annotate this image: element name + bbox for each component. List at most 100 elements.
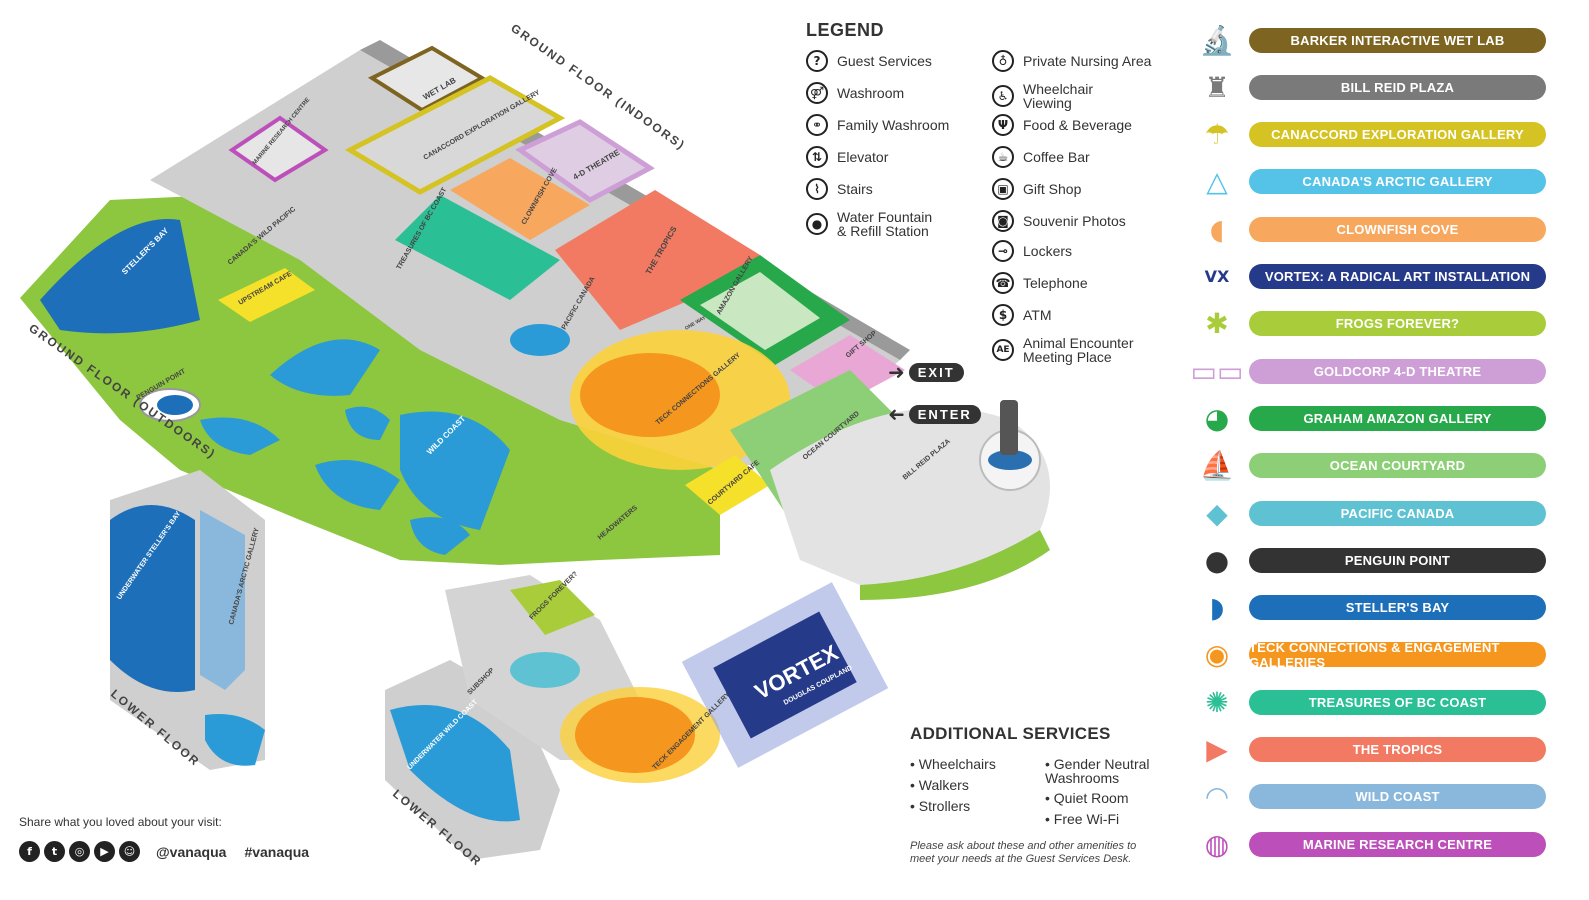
services-title: ADDITIONAL SERVICES bbox=[910, 724, 1111, 743]
gallery-item-vortex-a-radical-art-installation[interactable]: VX VORTEX: A RADICAL ART INSTALLATION bbox=[1192, 257, 1552, 297]
legend-item-atm: $ATM bbox=[992, 304, 1052, 326]
legend-item-lockers: ⊸Lockers bbox=[992, 240, 1072, 262]
pacific-pool bbox=[510, 324, 570, 356]
pool-small-2 bbox=[315, 460, 400, 510]
service-walkers: • Walkers bbox=[910, 777, 969, 793]
wet-lab-room bbox=[367, 45, 487, 113]
vortex-room bbox=[713, 611, 857, 739]
sailboat-icon: ⛵ bbox=[1199, 449, 1235, 483]
gallery-pill[interactable]: BARKER INTERACTIVE WET LAB bbox=[1249, 27, 1546, 53]
food-beverage-icon: Ψ bbox=[992, 114, 1014, 136]
gallery-item-marine-research-centre[interactable]: ◍ MARINE RESEARCH CENTRE bbox=[1192, 824, 1552, 864]
gallery-item-goldcorp-4-d-theatre[interactable]: ▭▭GOLDCORP 4-D THEATRE bbox=[1190, 351, 1552, 391]
amazon-inner bbox=[700, 272, 820, 350]
enter-arrow-icon: ➜ bbox=[888, 402, 905, 426]
twitter-icon[interactable]: t bbox=[44, 841, 65, 862]
gift-shop-icon: ▣ bbox=[992, 178, 1014, 200]
legend-label: Family Washroom bbox=[837, 117, 950, 133]
gallery-item-penguin-point[interactable]: ● PENGUIN POINT bbox=[1192, 540, 1552, 580]
gallery-item-graham-amazon-gallery[interactable]: ◕GRAHAM AMAZON GALLERY bbox=[1192, 398, 1552, 438]
instagram-icon[interactable]: ◎ bbox=[69, 841, 90, 862]
legend-label: Coffee Bar bbox=[1023, 149, 1090, 165]
plaza-lawn bbox=[860, 530, 1050, 600]
legend-label: ATM bbox=[1023, 307, 1052, 323]
snapchat-icon[interactable]: ☺ bbox=[119, 841, 140, 862]
gallery-pill[interactable]: VORTEX: A RADICAL ART INSTALLATION bbox=[1249, 264, 1546, 289]
bill-reid-statue-pool bbox=[988, 450, 1032, 470]
gallery-item-steller-s-bay[interactable]: ◗STELLER'S BAY bbox=[1192, 588, 1552, 628]
elevator-icon: ⇅ bbox=[806, 146, 828, 168]
social-hashtag[interactable]: #vanaqua bbox=[244, 843, 310, 860]
gallery-item-barker-interactive-wet-lab[interactable]: 🔬 BARKER INTERACTIVE WET LAB bbox=[1192, 20, 1552, 60]
vortex-icon: VX bbox=[1204, 267, 1230, 286]
lower-left-pool bbox=[205, 714, 265, 766]
legend-label: Guest Services bbox=[837, 53, 932, 69]
treasures-room bbox=[395, 195, 560, 300]
penguin-icon: ● bbox=[1204, 543, 1230, 577]
legend-label: Stairs bbox=[837, 181, 873, 197]
service-wifi: • Free Wi-Fi bbox=[1045, 811, 1120, 827]
legend-item-guest-services: ?Guest Services bbox=[806, 50, 932, 72]
legend-title: LEGEND bbox=[806, 20, 885, 40]
frogs-room bbox=[510, 580, 595, 635]
gallery-pill[interactable]: PENGUIN POINT bbox=[1249, 547, 1546, 573]
stairs-icon: ⌇ bbox=[806, 178, 828, 200]
gallery-item-teck-connections-engagement-galleries[interactable]: ◉ TECK CONNECTIONS & ENGAGEMENT GALLERIES bbox=[1192, 635, 1552, 675]
gallery-pill[interactable]: TECK CONNECTIONS & ENGAGEMENT GALLERIES bbox=[1249, 640, 1546, 670]
frog-icon: ✱ bbox=[1205, 307, 1229, 341]
legend-item-souvenir-photos: ◙Souvenir Photos bbox=[992, 210, 1126, 232]
gallery-pill[interactable]: CLOWNFISH COVE bbox=[1249, 216, 1546, 242]
gallery-item-bill-reid-plaza[interactable]: ♜BILL REID PLAZA bbox=[1192, 67, 1552, 107]
gallery-item-treasures-of-bc-coast[interactable]: ✺TREASURES OF BC COAST bbox=[1192, 682, 1552, 722]
gallery-item-the-tropics[interactable]: ▶THE TROPICS bbox=[1192, 730, 1552, 770]
gallery-pill[interactable]: STELLER'S BAY bbox=[1249, 595, 1546, 621]
youtube-icon[interactable]: ▶ bbox=[94, 841, 115, 862]
lower-pacific-pool bbox=[510, 652, 580, 688]
central-pool bbox=[270, 339, 380, 396]
legend-item-animal-encounter-meeting-place: AE Animal Encounter Meeting Place bbox=[992, 336, 1134, 364]
aquarium-map: WET LAB CANACCORD EXPLORATION GALLERY 4-… bbox=[20, 21, 1050, 869]
theatre-room bbox=[515, 119, 655, 203]
animal-encounter-meeting-place-icon: AE bbox=[992, 339, 1014, 361]
gallery-pill[interactable]: PACIFIC CANADA bbox=[1249, 500, 1546, 526]
gallery-item-ocean-courtyard[interactable]: ⛵ OCEAN COURTYARD bbox=[1192, 446, 1552, 486]
underwater-wild-pool bbox=[390, 705, 520, 822]
glasses-icon: ▭▭ bbox=[1190, 354, 1244, 388]
family-washroom-icon: ⚭ bbox=[806, 114, 828, 136]
pool-small-3 bbox=[410, 517, 470, 555]
legend-label: Wheelchair Viewing bbox=[1023, 81, 1094, 111]
gallery-item-canada-s-arctic-gallery[interactable]: △CANADA'S ARCTIC GALLERY bbox=[1192, 162, 1552, 202]
gallery-item-wild-coast[interactable]: ◠WILD COAST bbox=[1192, 777, 1552, 817]
gallery-item-pacific-canada[interactable]: ◆PACIFIC CANADA bbox=[1192, 493, 1552, 533]
gallery-pill[interactable]: CANADA'S ARCTIC GALLERY bbox=[1249, 169, 1546, 195]
marine-research-room bbox=[228, 115, 329, 183]
gallery-item-clownfish-cove[interactable]: ◖CLOWNFISH COVE bbox=[1192, 209, 1552, 249]
legend-label: Animal Encounter Meeting Place bbox=[1023, 335, 1134, 365]
globe-icon: ◉ bbox=[1204, 638, 1230, 672]
legend-label: Private Nursing Area bbox=[1023, 53, 1152, 69]
penguin-water bbox=[157, 395, 193, 415]
gallery-pill[interactable]: OCEAN COURTYARD bbox=[1249, 453, 1546, 479]
facebook-icon[interactable]: f bbox=[19, 841, 40, 862]
gallery-item-frogs-forever[interactable]: ✱ FROGS FOREVER? bbox=[1192, 304, 1552, 344]
gallery-pill[interactable]: THE TROPICS bbox=[1249, 737, 1546, 762]
legend-item-stairs: ⌇ Stairs bbox=[806, 178, 873, 200]
microscope-icon: 🔬 bbox=[1199, 23, 1235, 57]
gallery-pill[interactable]: WILD COAST bbox=[1249, 784, 1546, 810]
gallery-pill[interactable]: MARINE RESEARCH CENTRE bbox=[1249, 831, 1546, 857]
social-prompt: Share what you loved about your visit: bbox=[19, 815, 222, 829]
gallery-pill[interactable]: BILL REID PLAZA bbox=[1249, 74, 1546, 100]
walrus-icon: ◍ bbox=[1204, 827, 1230, 861]
bottom-pool bbox=[200, 417, 280, 455]
gallery-pill[interactable]: GOLDCORP 4-D THEATRE bbox=[1249, 358, 1546, 384]
jellyfish-icon: ☂ bbox=[1204, 118, 1230, 152]
gallery-pill[interactable]: FROGS FOREVER? bbox=[1249, 311, 1546, 337]
gallery-pill[interactable]: CANACCORD EXPLORATION GALLERY bbox=[1249, 122, 1546, 148]
gallery-item-canaccord-exploration-gallery[interactable]: ☂ CANACCORD EXPLORATION GALLERY bbox=[1192, 115, 1552, 155]
social-handle[interactable]: @vanaqua bbox=[156, 843, 227, 860]
gallery-pill[interactable]: GRAHAM AMAZON GALLERY bbox=[1249, 405, 1546, 431]
gallery-pill[interactable]: TREASURES OF BC COAST bbox=[1249, 689, 1546, 715]
service-quiet-room: • Quiet Room bbox=[1045, 790, 1129, 806]
services-note: Please ask about these and other ameniti… bbox=[910, 840, 1137, 865]
